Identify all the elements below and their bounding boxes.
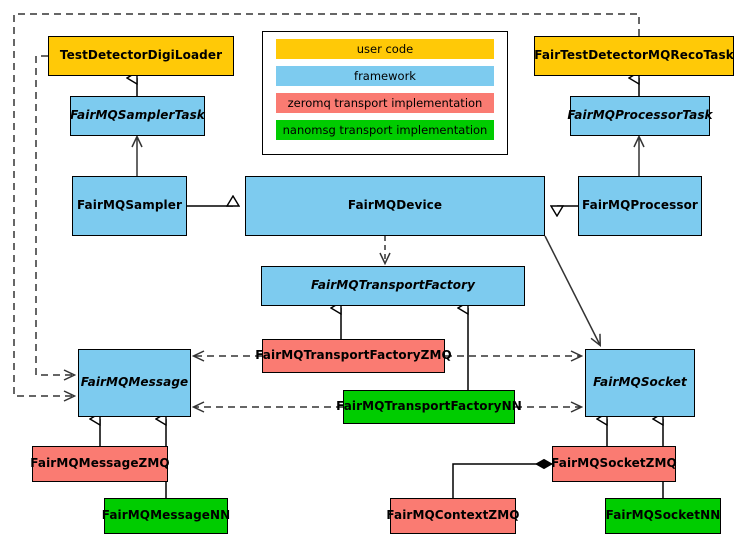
class-box-label: FairMQTransportFactoryNN: [336, 399, 522, 414]
class-box-fairmqmessagenn[interactable]: FairMQMessageNN: [101, 498, 231, 534]
legend-label: user code: [356, 42, 414, 56]
class-box-label: FairMQContextZMQ: [386, 508, 520, 523]
class-box-label: FairMQSocket: [593, 375, 687, 390]
legend-label: framework: [354, 69, 416, 83]
class-box-fairmqprocessor[interactable]: FairMQProcessor: [578, 176, 702, 236]
legend-panel: user code framework zeromq transport imple…: [262, 31, 508, 155]
class-box-testdetectordigiloader[interactable]: TestDetectorDigiLoader: [48, 36, 234, 76]
class-box-fairmqsocketzmq[interactable]: FairMQSocketZMQ: [551, 446, 677, 482]
class-box-label: FairMQDevice: [347, 198, 443, 213]
class-box-label: FairMQSampler: [76, 198, 183, 213]
class-box-label: TestDetectorDigiLoader: [59, 48, 223, 63]
class-box-fairmqsocketnn[interactable]: FairMQSocketNN: [605, 498, 721, 534]
class-box-fairmqsamplertask[interactable]: FairMQSamplerTask: [70, 96, 205, 136]
class-box-label: FairTestDetectorMQRecoTask: [534, 48, 734, 63]
class-box-label: FairMQSamplerTask: [70, 108, 205, 123]
class-box-fairmqsocket[interactable]: FairMQSocket: [585, 349, 695, 417]
legend-label: zeromq transport implementation: [287, 96, 483, 110]
class-box-fairmqprocessortask[interactable]: FairMQProcessorTask: [567, 96, 713, 136]
legend-row-framework: framework: [276, 66, 494, 86]
class-box-fairmqtransportfactory[interactable]: FairMQTransportFactory: [261, 266, 525, 306]
edge-digiloader-to-message: [35, 55, 74, 375]
legend-row-nanomsg: nanomsg transport implementation: [276, 120, 494, 140]
class-box-fairtestdetectormqrecotask[interactable]: FairTestDetectorMQRecoTask: [534, 36, 734, 76]
class-box-label: FairMQSocketZMQ: [551, 456, 677, 471]
edge-socketzmq-composes-contextzmq: [452, 464, 552, 498]
class-box-fairmqsampler[interactable]: FairMQSampler: [72, 176, 187, 236]
class-box-label: FairMQMessageZMQ: [30, 456, 170, 471]
edge-device-to-socket: [544, 235, 600, 345]
class-box-label: FairMQMessageNN: [101, 508, 231, 523]
class-box-fairmqtransportfactoryzmq[interactable]: FairMQTransportFactoryZMQ: [255, 339, 452, 373]
class-box-label: FairMQProcessorTask: [567, 108, 713, 123]
class-box-label: FairMQTransportFactoryZMQ: [255, 348, 452, 363]
class-box-fairmqcontextzmq[interactable]: FairMQContextZMQ: [386, 498, 519, 534]
class-box-label: FairMQMessage: [80, 375, 189, 390]
class-box-fairmqmessagezmq[interactable]: FairMQMessageZMQ: [30, 446, 170, 482]
class-box-fairmqmessage[interactable]: FairMQMessage: [78, 349, 191, 417]
class-box-label: FairMQTransportFactory: [310, 278, 476, 293]
legend-row-user: user code: [276, 39, 494, 59]
legend-label: nanomsg transport implementation: [282, 123, 488, 137]
class-box-label: FairMQSocketNN: [605, 508, 721, 523]
class-box-label: FairMQProcessor: [582, 198, 698, 213]
class-box-fairmqtransportfactorynn[interactable]: FairMQTransportFactoryNN: [336, 390, 522, 424]
class-box-fairmqdevice[interactable]: FairMQDevice: [245, 176, 545, 236]
legend-row-zeromq: zeromq transport implementation: [276, 93, 494, 113]
